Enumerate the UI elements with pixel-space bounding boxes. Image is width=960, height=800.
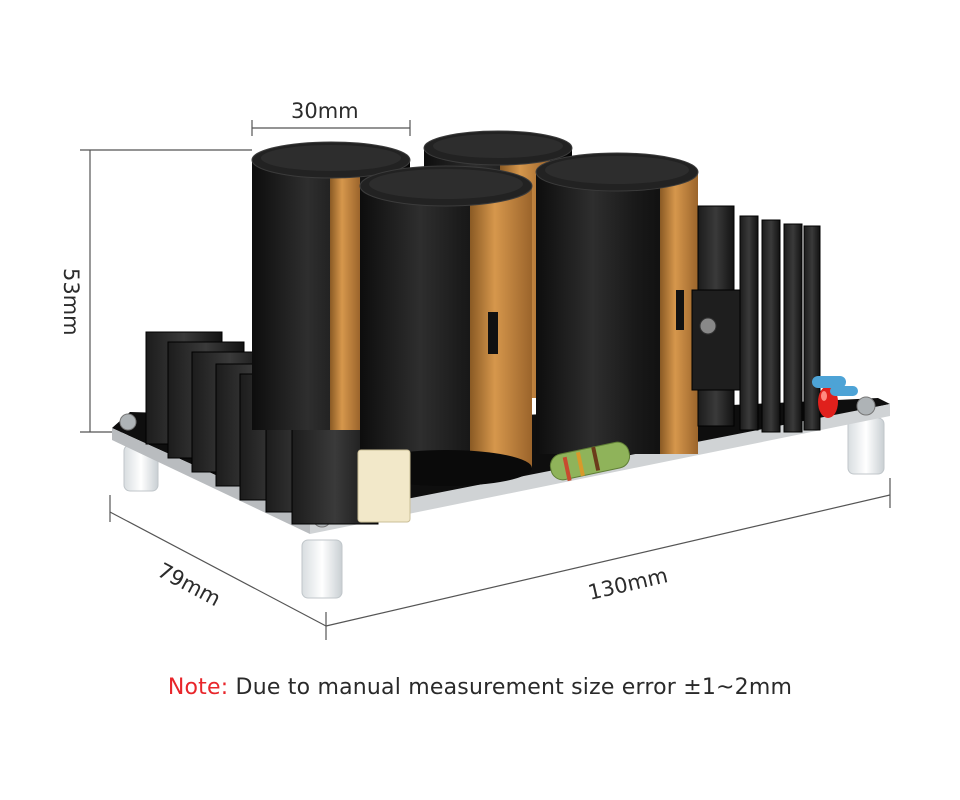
film-capacitor (357, 449, 411, 523)
capacitor-front-center (359, 165, 533, 486)
note-text: Due to manual measurement size error ±1~… (228, 675, 793, 700)
small-resistors (812, 376, 858, 396)
measurement-note: Note: Due to manual measurement size err… (0, 675, 960, 700)
note-prefix: Note: (167, 675, 229, 700)
standoff-back-right (847, 417, 885, 475)
capacitor-back-right (535, 152, 699, 454)
width-dimension-label: 30mm (291, 99, 359, 123)
right-heatsink (691, 205, 821, 433)
dimension-lines (80, 120, 891, 640)
standoff-front-center (301, 539, 343, 599)
standoffs (123, 417, 885, 599)
depth-dimension-label: 79mm (154, 558, 225, 611)
power-resistor (549, 441, 631, 482)
height-dimension-label: 53mm (59, 268, 83, 336)
length-dimension-label: 130mm (586, 563, 670, 605)
